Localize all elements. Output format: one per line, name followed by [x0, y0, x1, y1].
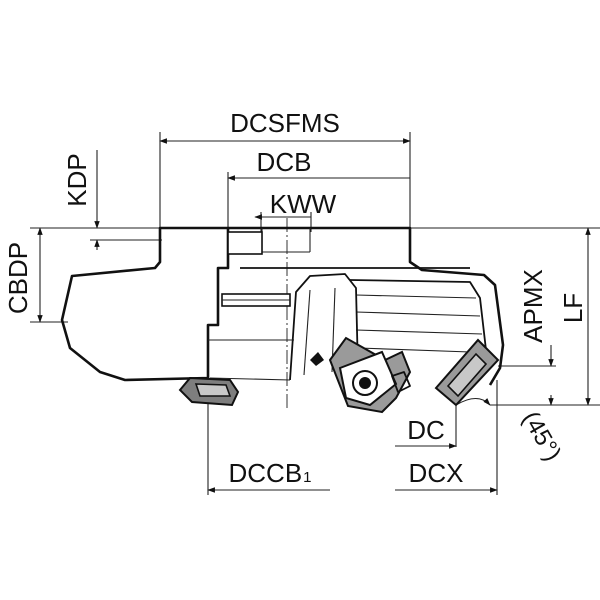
label-dcx: DCX [409, 458, 464, 488]
dimension-labels: DCSFMS DCB KWW KDP CBDP APMX LF DC DCX D… [3, 108, 588, 488]
label-apmx: APMX [518, 269, 548, 343]
label-dc: DC [407, 415, 445, 445]
center-insert [310, 336, 412, 414]
right-insert [434, 338, 500, 407]
label-dccb: DCCB1 [228, 458, 311, 488]
label-dcb: DCB [257, 147, 312, 177]
label-kww: KWW [270, 189, 337, 219]
label-cbdp: CBDP [3, 242, 33, 314]
dimension-lines [30, 132, 600, 495]
label-kdp: KDP [62, 153, 92, 206]
label-angle: (45°) [517, 407, 567, 466]
sectioned-body [60, 226, 294, 382]
label-dcsfms: DCSFMS [230, 108, 340, 138]
label-lf: LF [558, 293, 588, 323]
left-insert [178, 376, 240, 407]
